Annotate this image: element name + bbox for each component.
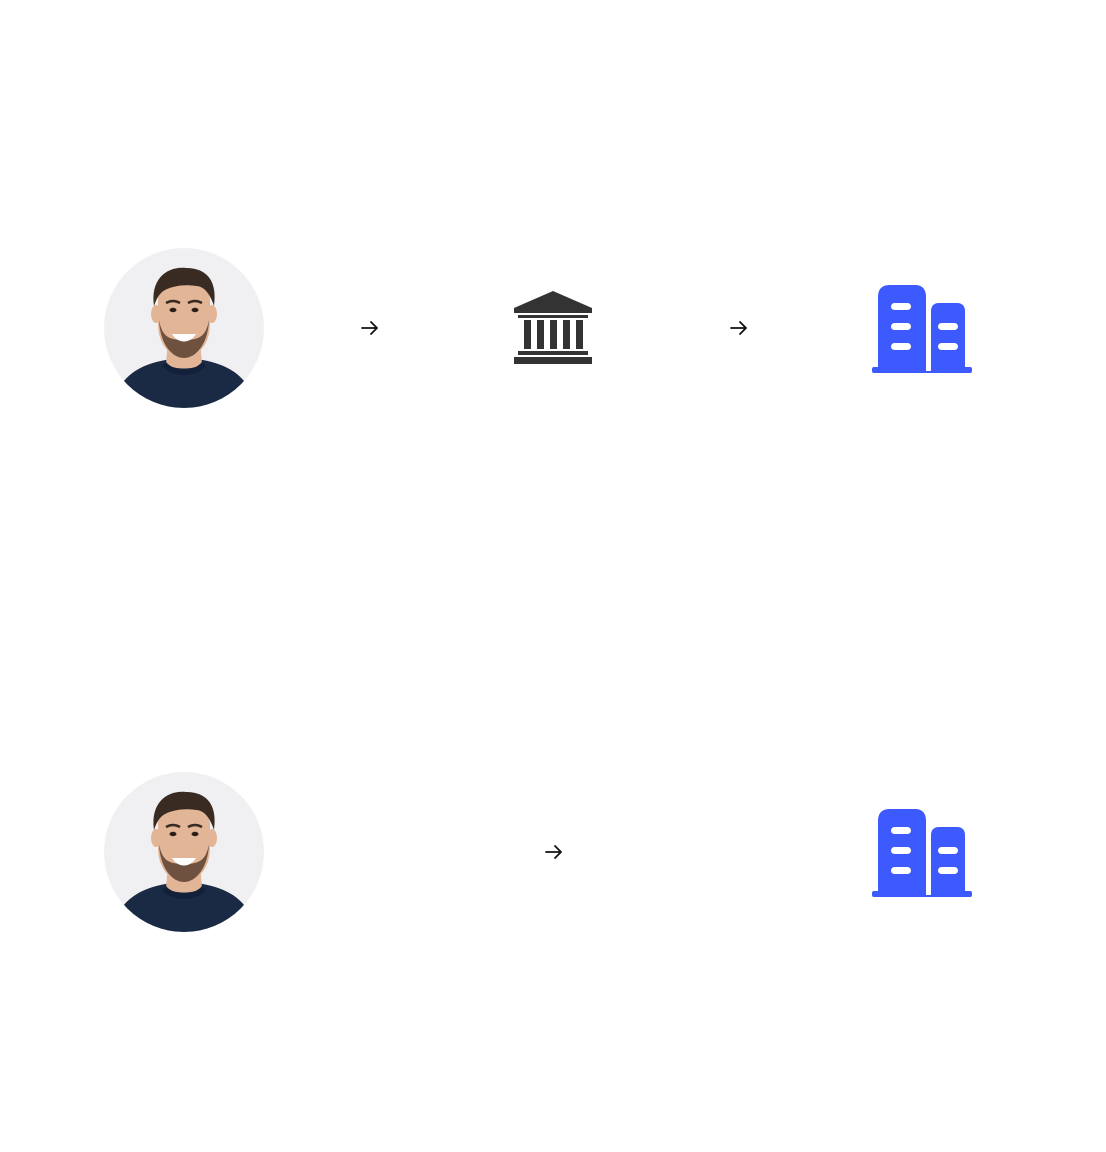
office-buildings-icon	[871, 283, 973, 373]
flow-via-bank	[0, 248, 1106, 408]
arrow-right-icon	[360, 318, 380, 338]
flow-direct	[0, 772, 1106, 932]
office-buildings-icon	[871, 807, 973, 897]
arrow-right-icon	[729, 318, 749, 338]
person-avatar-icon	[104, 248, 264, 408]
person-avatar-icon	[104, 772, 264, 932]
arrow-right-icon	[544, 842, 564, 862]
bank-icon	[513, 291, 593, 365]
